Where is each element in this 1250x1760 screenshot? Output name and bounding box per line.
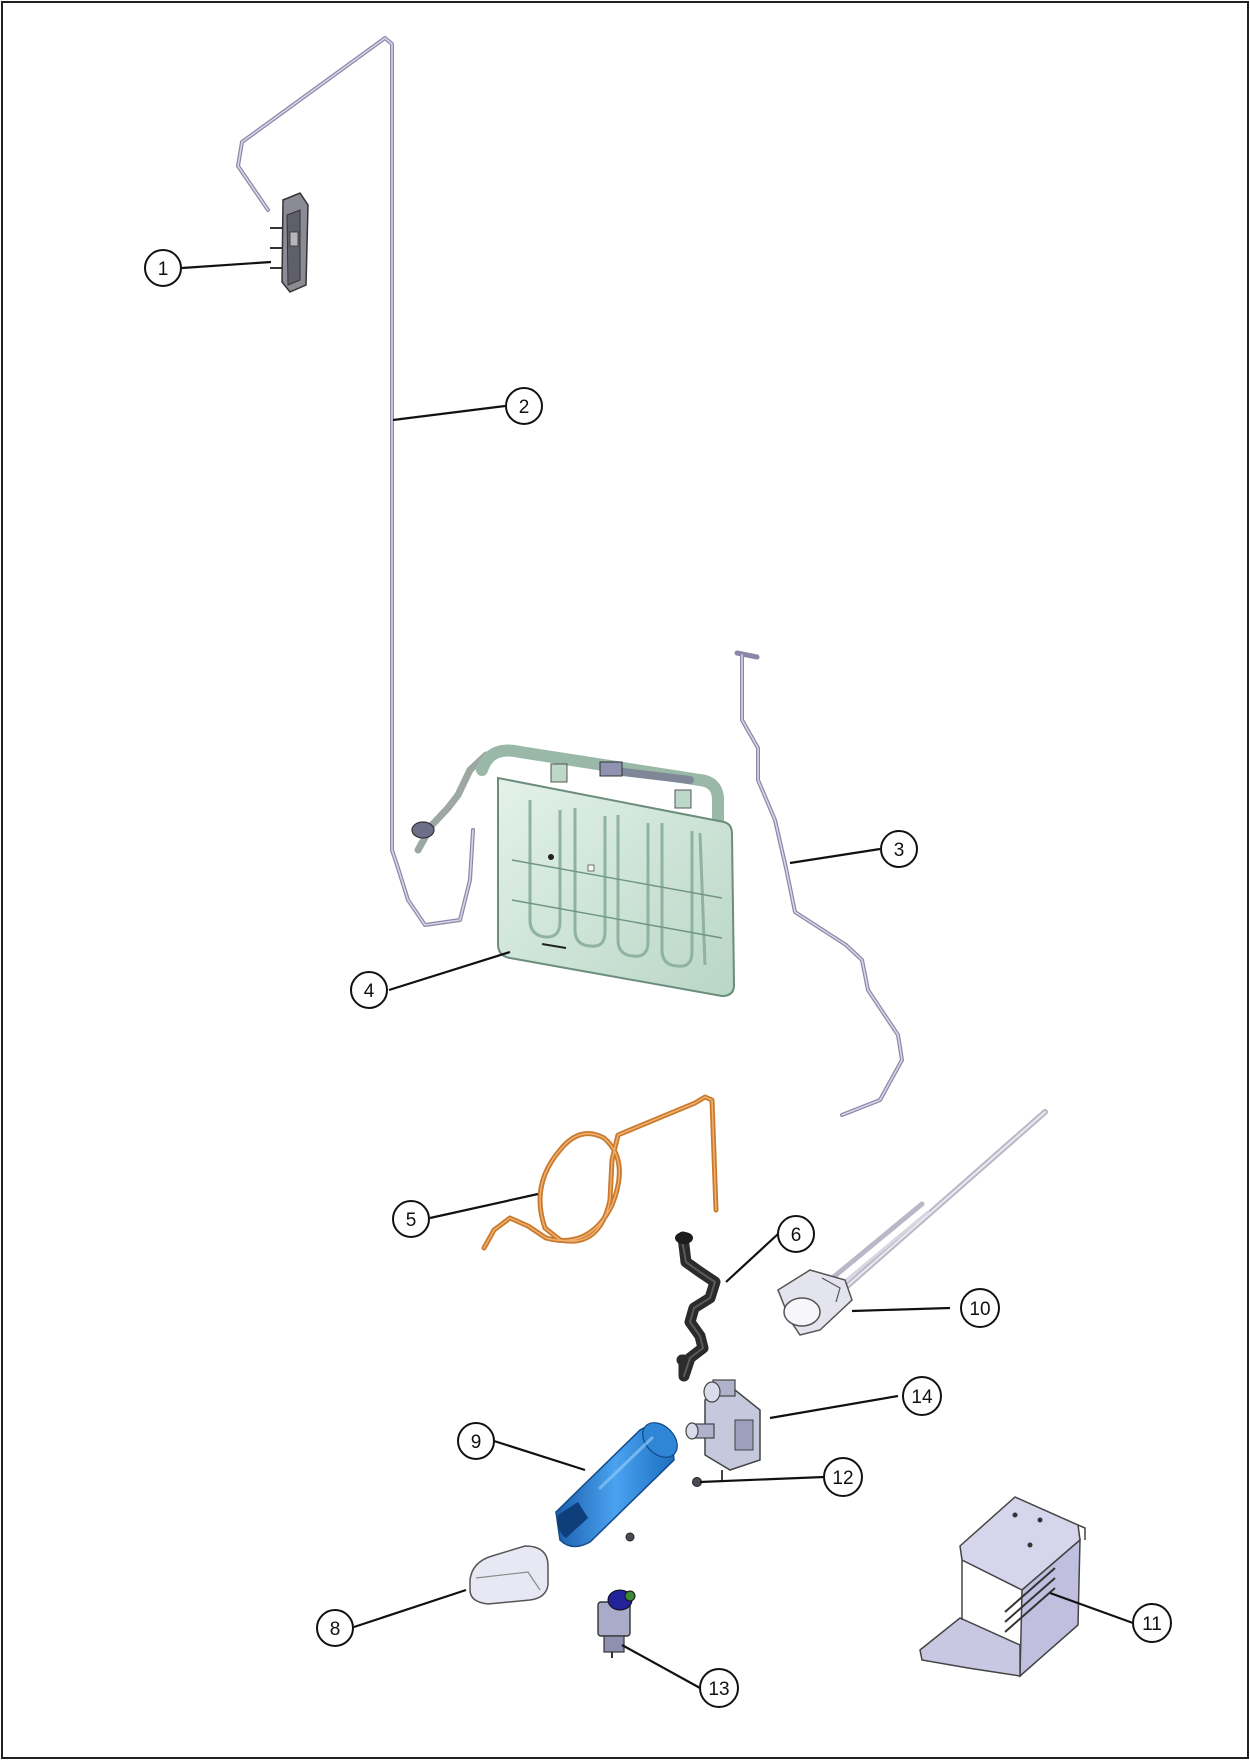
callout-2: 2	[505, 387, 543, 425]
callout-11: 11	[1132, 1603, 1172, 1643]
part-3-tubing	[734, 650, 904, 1117]
callout-14: 14	[902, 1376, 942, 1416]
svg-text:6: 6	[791, 1225, 802, 1246]
svg-text:12: 12	[832, 1468, 853, 1489]
part-4-evaporator	[411, 744, 736, 998]
svg-text:13: 13	[708, 1679, 729, 1700]
svg-text:10: 10	[969, 1299, 990, 1320]
part-14-water-valve	[685, 1379, 761, 1482]
part-9-water-filter	[555, 1422, 678, 1548]
callout-1: 1	[144, 249, 182, 287]
part-1-clip	[270, 192, 309, 293]
callout-6: 6	[777, 1215, 815, 1253]
leader-lines	[181, 260, 1134, 1689]
svg-text:4: 4	[364, 981, 375, 1002]
part-13-small-valve	[597, 1589, 636, 1658]
svg-text:14: 14	[911, 1387, 933, 1408]
nut	[625, 1532, 635, 1542]
svg-text:5: 5	[406, 1210, 417, 1231]
part-2-tubing	[236, 36, 475, 927]
callout-4: 4	[350, 971, 388, 1009]
callout-3: 3	[880, 830, 918, 868]
part-8-filter-cap	[469, 1545, 549, 1605]
callout-8: 8	[316, 1609, 354, 1647]
part-6-drain-hose	[675, 1231, 721, 1382]
svg-text:1: 1	[158, 259, 169, 280]
svg-text:11: 11	[1142, 1614, 1162, 1635]
svg-text:3: 3	[894, 840, 905, 861]
callout-5: 5	[392, 1200, 430, 1238]
svg-text:9: 9	[471, 1432, 482, 1453]
svg-text:2: 2	[519, 397, 530, 418]
callout-10: 10	[960, 1288, 1000, 1328]
callout-12: 12	[823, 1457, 863, 1497]
svg-text:8: 8	[330, 1619, 341, 1640]
callout-13: 13	[699, 1668, 739, 1708]
part-10-shaft-assembly	[777, 1109, 1048, 1336]
part-11-bracket	[919, 1496, 1086, 1678]
callout-9: 9	[457, 1422, 495, 1460]
part-5-copper-tube	[481, 1094, 719, 1251]
